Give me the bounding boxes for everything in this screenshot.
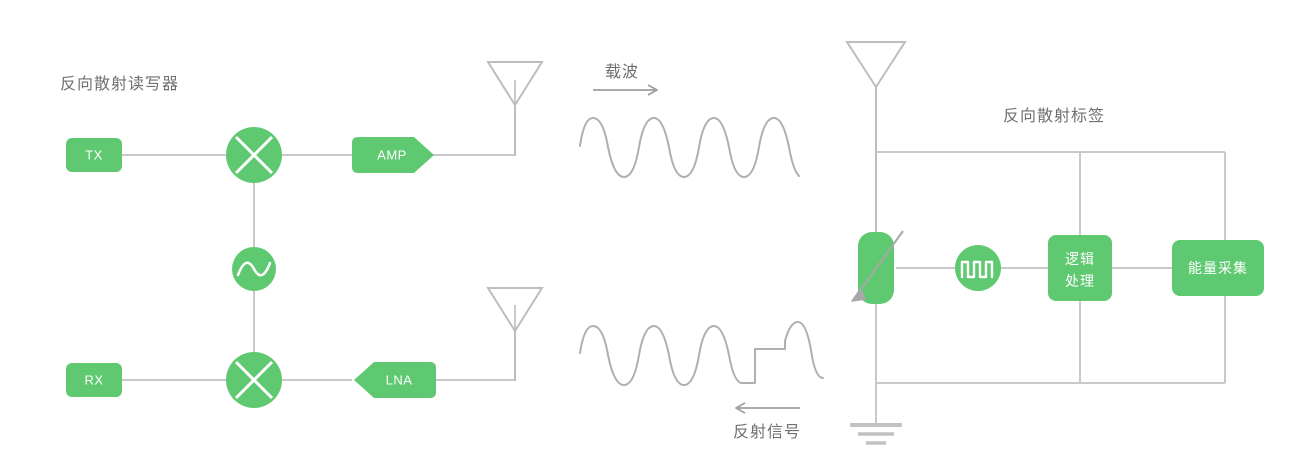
arrow-right-icon [593,84,658,96]
ground-icon [850,423,902,445]
wire-amp-to-antenna [430,80,516,156]
carrier-waveform [579,116,800,179]
tag-antenna-icon [845,41,907,238]
sine-oscillator-icon[interactable] [232,247,276,291]
rx-label: RX [84,372,103,387]
carrier-label: 载波 [605,64,640,81]
reflected-waveform [579,321,824,386]
rx-block[interactable]: RX [66,363,122,397]
energy-label: 能量采集 [1188,260,1248,276]
amp-block[interactable]: AMP [352,137,434,173]
logic-label-line2: 处理 [1065,273,1095,289]
pulse-train-icon[interactable] [955,245,1001,291]
tx-label: TX [85,147,103,162]
logic-label-line1: 逻辑 [1065,251,1095,267]
lna-label: LNA [386,372,413,387]
wire-lna-to-antenna [434,305,516,381]
amp-label: AMP [377,147,407,162]
tx-block[interactable]: TX [66,138,122,172]
tx-antenna-icon [486,61,544,156]
energy-harvesting-block[interactable]: 能量采集 [1172,240,1264,296]
variable-impedance-switch-icon[interactable] [851,230,904,304]
reader-wires [122,80,516,381]
mixer-cross-icon-rx[interactable] [226,352,282,408]
logic-processing-block[interactable]: 逻辑 处理 [1048,235,1112,301]
rx-antenna-icon [486,287,544,381]
reflected-signal-label: 反射信号 [733,424,802,441]
tag-title: 反向散射标签 [1003,108,1106,125]
lna-block[interactable]: LNA [354,362,436,398]
reader-title: 反向散射读写器 [60,76,180,93]
mixer-cross-icon-tx[interactable] [226,127,282,183]
arrow-left-icon [735,402,800,414]
